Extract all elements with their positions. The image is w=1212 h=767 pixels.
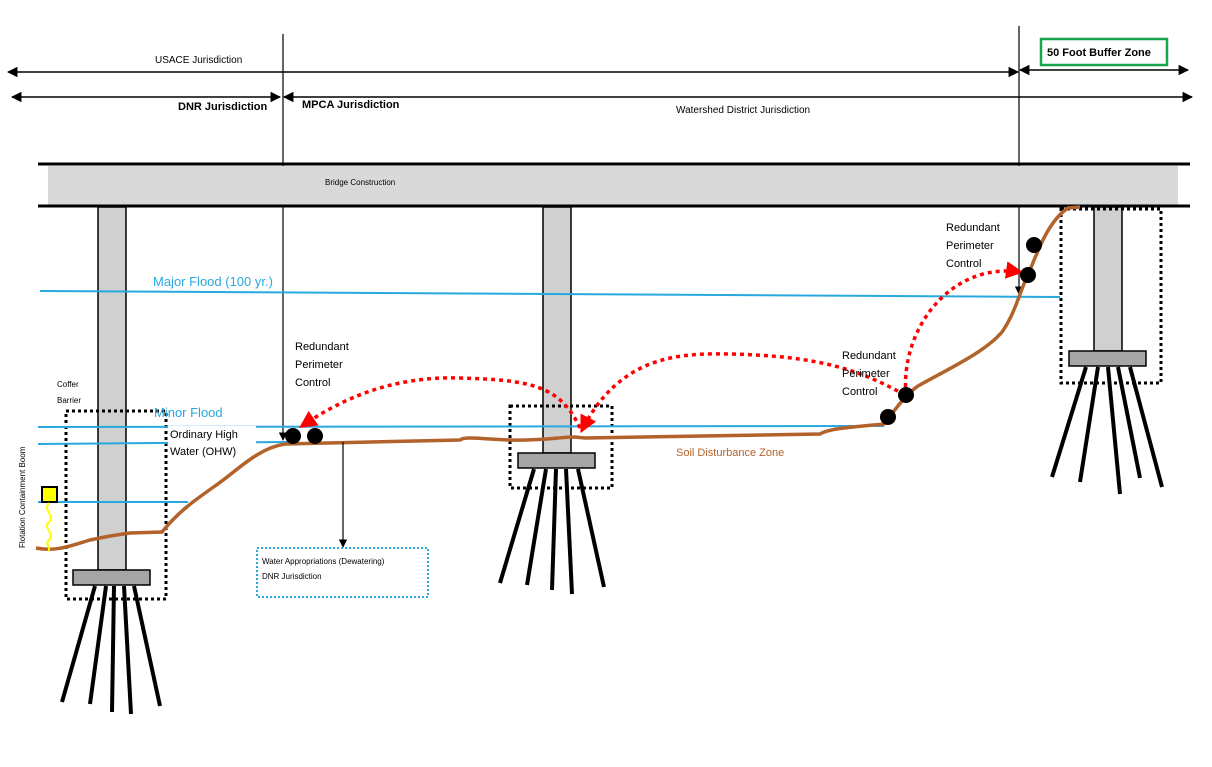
flotation-boom [41, 486, 58, 552]
ohw-label-line1: Ordinary High [170, 429, 238, 441]
minor-flood-label: Minor Flood [154, 405, 223, 420]
svg-text:Perimeter: Perimeter [946, 240, 994, 252]
control-dot [880, 409, 896, 425]
coffer-box-left [64, 409, 168, 601]
svg-text:Control: Control [842, 386, 877, 398]
perimeter-control-label-1: Redundant Perimeter Control [295, 341, 349, 389]
coffer-box-right [1059, 207, 1163, 385]
runoff-arrows [299, 261, 1024, 434]
boom-label: Flotation Containment Boom [18, 446, 27, 548]
runoff-arrow-3 [903, 261, 1024, 396]
watershed-label: Watershed District Jurisdiction [676, 105, 810, 116]
svg-text:Control: Control [295, 377, 330, 389]
minor-flood-line [37, 425, 885, 428]
perimeter-control-label-2: Redundant Perimeter Control [842, 350, 896, 398]
bridge-deck: Bridge Construction [38, 162, 1190, 208]
coffer-boxes [64, 207, 1163, 601]
ohw-label-line2: Water (OHW) [170, 446, 236, 458]
mpca-label: MPCA Jurisdiction [302, 99, 400, 111]
svg-text:Redundant: Redundant [295, 341, 349, 353]
boom-curtain-icon [46, 502, 52, 552]
pier-right [1050, 206, 1164, 495]
control-dot [898, 387, 914, 403]
jurisdiction-bands: USACE Jurisdiction DNR Jurisdiction MPCA… [6, 26, 1194, 441]
runoff-arrow-1 [299, 376, 582, 429]
buffer-zone-box [1039, 37, 1169, 67]
water-appropriations-box [256, 547, 429, 598]
bridge-label: Bridge Construction [325, 178, 395, 187]
boom-float-icon [41, 486, 58, 503]
soil-profile-line [35, 205, 1081, 552]
soil-zone-label: Soil Disturbance Zone [676, 447, 784, 459]
coffer-box-middle [508, 404, 614, 490]
control-dot [1026, 237, 1042, 253]
perimeter-control-dots [285, 237, 1042, 444]
svg-text:Control: Control [946, 258, 981, 270]
perimeter-control-label-3: Redundant Perimeter Control [946, 222, 1000, 270]
control-dot [1020, 267, 1036, 283]
pier-middle [498, 206, 606, 595]
dnr-label: DNR Jurisdiction [178, 101, 268, 113]
coffer-label-line1: Coffer [57, 380, 79, 389]
svg-text:Perimeter: Perimeter [295, 359, 343, 371]
major-flood-label: Major Flood (100 yr.) [153, 274, 273, 289]
svg-text:Perimeter: Perimeter [842, 368, 890, 380]
control-dot [285, 428, 301, 444]
coffer-label-line2: Barrier [57, 396, 81, 405]
svg-text:Redundant: Redundant [946, 222, 1000, 234]
control-dot [307, 428, 323, 444]
water-appropriations-line2: DNR Jurisdiction [262, 572, 322, 581]
svg-text:Redundant: Redundant [842, 350, 896, 362]
major-flood-line [39, 290, 1061, 298]
usace-label: USACE Jurisdiction [155, 55, 242, 66]
pier-left [60, 206, 162, 715]
buffer-zone-label: 50 Foot Buffer Zone [1047, 47, 1151, 59]
water-appropriations-line1: Water Appropriations (Dewatering) [262, 557, 385, 566]
